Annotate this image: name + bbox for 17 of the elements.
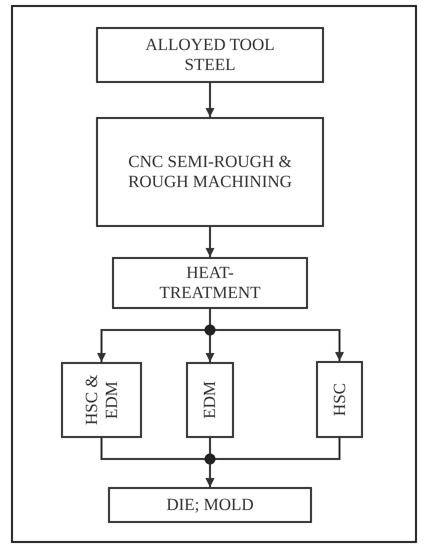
- process-box: [108, 487, 312, 523]
- arrow: [206, 227, 214, 257]
- box-label: HSC: [330, 382, 350, 416]
- box-label: HSC & EDM: [82, 374, 122, 428]
- box-label: DIE; MOLD: [166, 495, 254, 515]
- process-box: [112, 257, 308, 309]
- process-box: [61, 362, 142, 438]
- arrow: [206, 83, 214, 117]
- box-label: EDM: [200, 381, 220, 419]
- process-box: [96, 117, 324, 227]
- box-label: ALLOYED TOOL STEEL: [144, 35, 276, 75]
- box-label: HEAT-TREATMENT: [158, 263, 262, 303]
- process-box: [186, 362, 234, 438]
- process-box: [96, 27, 324, 83]
- box-label: CNC SEMI-ROUGH & ROUGH MACHINING: [127, 152, 293, 192]
- process-box: [316, 361, 363, 438]
- arrow: [206, 438, 340, 487]
